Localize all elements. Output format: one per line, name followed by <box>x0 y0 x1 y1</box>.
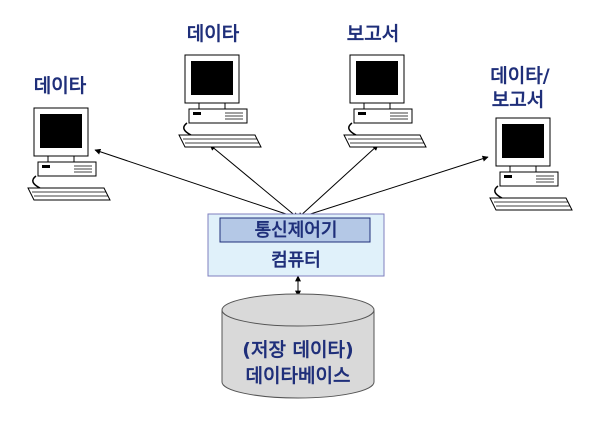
communication-controller-label: 통신제어기 <box>255 220 338 241</box>
database: (저장 데이타) 데이타베이스 <box>221 293 375 399</box>
database-cylinder-body <box>221 310 375 399</box>
terminal-4: 데이타/ 보고서 <box>489 65 573 211</box>
terminal-4-label-line-1: 데이타/ <box>490 65 549 87</box>
link-terminal-3 <box>297 144 379 219</box>
computer-icon <box>27 107 111 201</box>
link-terminal-1 <box>94 148 299 220</box>
terminal-1: 데이타 <box>27 75 111 201</box>
communication-controller-box <box>219 217 371 243</box>
computer-icon <box>489 117 573 211</box>
terminal-3: 보고서 <box>343 23 427 148</box>
terminal-1-label: 데이타 <box>34 75 87 97</box>
computer-icon <box>343 54 427 148</box>
terminal-3-label: 보고서 <box>347 23 399 45</box>
controller-box: 통신제어기 컴퓨터 <box>207 213 385 277</box>
database-label-line-2: 데이타베이스 <box>246 365 351 387</box>
database-cylinder-top <box>221 293 375 327</box>
terminal-4-label-line-2: 보고서 <box>492 89 544 111</box>
terminal-2: 데이타 <box>178 23 262 148</box>
computer-label: 컴퓨터 <box>271 250 321 271</box>
link-terminal-2 <box>209 144 299 219</box>
database-label-line-1: (저장 데이타) <box>242 339 353 361</box>
terminal-2-label: 데이타 <box>187 23 240 45</box>
link-terminal-4 <box>297 155 489 220</box>
computer-icon <box>178 54 262 148</box>
